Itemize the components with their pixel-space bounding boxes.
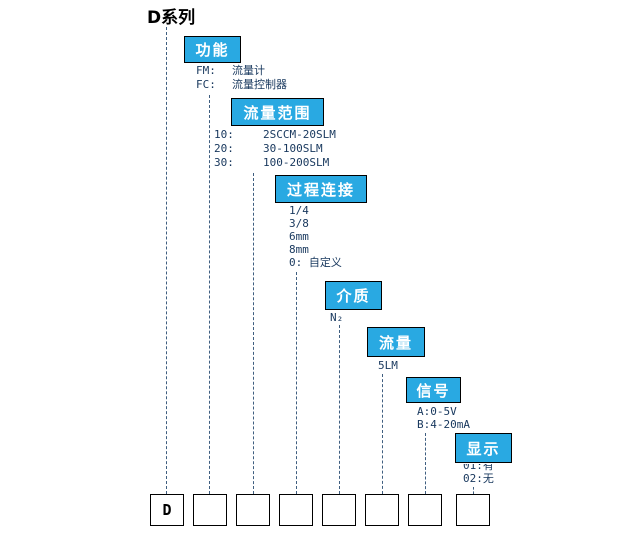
code-box-process-connection bbox=[279, 494, 313, 526]
category-label: 流量 bbox=[378, 333, 413, 352]
option-row: 01:有 bbox=[463, 464, 494, 472]
options-flow-range: 10:2SCCM-20SLM 20:30-100SLM 30:100-200SL… bbox=[214, 128, 336, 170]
connector-line-flow bbox=[382, 374, 383, 494]
option-row: N₂ bbox=[330, 311, 344, 324]
option-row: 30:100-200SLM bbox=[214, 156, 330, 169]
option-row: 02:无 bbox=[463, 472, 494, 485]
option-row: 3/8 bbox=[289, 217, 309, 230]
option-row: A:0-5V bbox=[417, 405, 457, 418]
category-box-flow-range: 流量范围 bbox=[231, 98, 324, 126]
options-signal: A:0-5V B:4-20mA bbox=[417, 405, 470, 431]
category-label: 流量范围 bbox=[243, 103, 312, 122]
connector-line-display bbox=[473, 487, 474, 494]
option-row: FC:流量控制器 bbox=[196, 78, 287, 91]
option-row: B:4-20mA bbox=[417, 418, 470, 431]
category-box-medium: 介质 bbox=[325, 281, 382, 310]
option-row: 6mm bbox=[289, 230, 309, 243]
option-row: 1/4 bbox=[289, 204, 309, 217]
code-box-flow bbox=[365, 494, 399, 526]
connector-line-series bbox=[166, 27, 167, 494]
code-box-series: D bbox=[150, 494, 184, 526]
options-function: FM:流量计 FC:流量控制器 bbox=[196, 64, 287, 92]
connector-line-flow-range bbox=[253, 173, 254, 494]
category-label: 显示 bbox=[466, 439, 501, 458]
category-box-display: 显示 bbox=[455, 433, 512, 463]
code-box-signal bbox=[408, 494, 442, 526]
category-box-flow: 流量 bbox=[367, 327, 425, 357]
category-box-signal: 信号 bbox=[406, 377, 461, 403]
options-flow: 5LM bbox=[378, 359, 398, 373]
category-box-function: 功能 bbox=[184, 36, 241, 63]
code-box-function bbox=[193, 494, 227, 526]
category-label: 信号 bbox=[416, 381, 451, 400]
connector-line-function bbox=[209, 95, 210, 494]
category-label: 功能 bbox=[195, 41, 230, 59]
options-display: 01:有 02:无 bbox=[463, 464, 494, 490]
option-row: FM:流量计 bbox=[196, 64, 265, 77]
connector-line-medium bbox=[339, 325, 340, 494]
option-row: 5LM bbox=[378, 359, 398, 372]
connector-line-signal bbox=[425, 433, 426, 494]
option-row: 8mm bbox=[289, 243, 309, 256]
code-box-medium bbox=[322, 494, 356, 526]
option-row: 10:2SCCM-20SLM bbox=[214, 128, 336, 141]
category-label: 介质 bbox=[336, 287, 371, 305]
options-medium: N₂ bbox=[330, 311, 343, 325]
series-code: D bbox=[162, 501, 172, 519]
category-box-process-connection: 过程连接 bbox=[275, 175, 367, 203]
code-box-flow-range bbox=[236, 494, 270, 526]
options-process-connection: 1/4 3/8 6mm 8mm 0: 自定义 bbox=[289, 204, 342, 269]
option-row: 20:30-100SLM bbox=[214, 142, 323, 155]
code-box-display bbox=[456, 494, 490, 526]
connector-line-process-connection bbox=[296, 272, 297, 494]
category-label: 过程连接 bbox=[286, 180, 355, 199]
option-row: 0: 自定义 bbox=[289, 256, 342, 269]
page-title: D系列 bbox=[147, 8, 196, 28]
